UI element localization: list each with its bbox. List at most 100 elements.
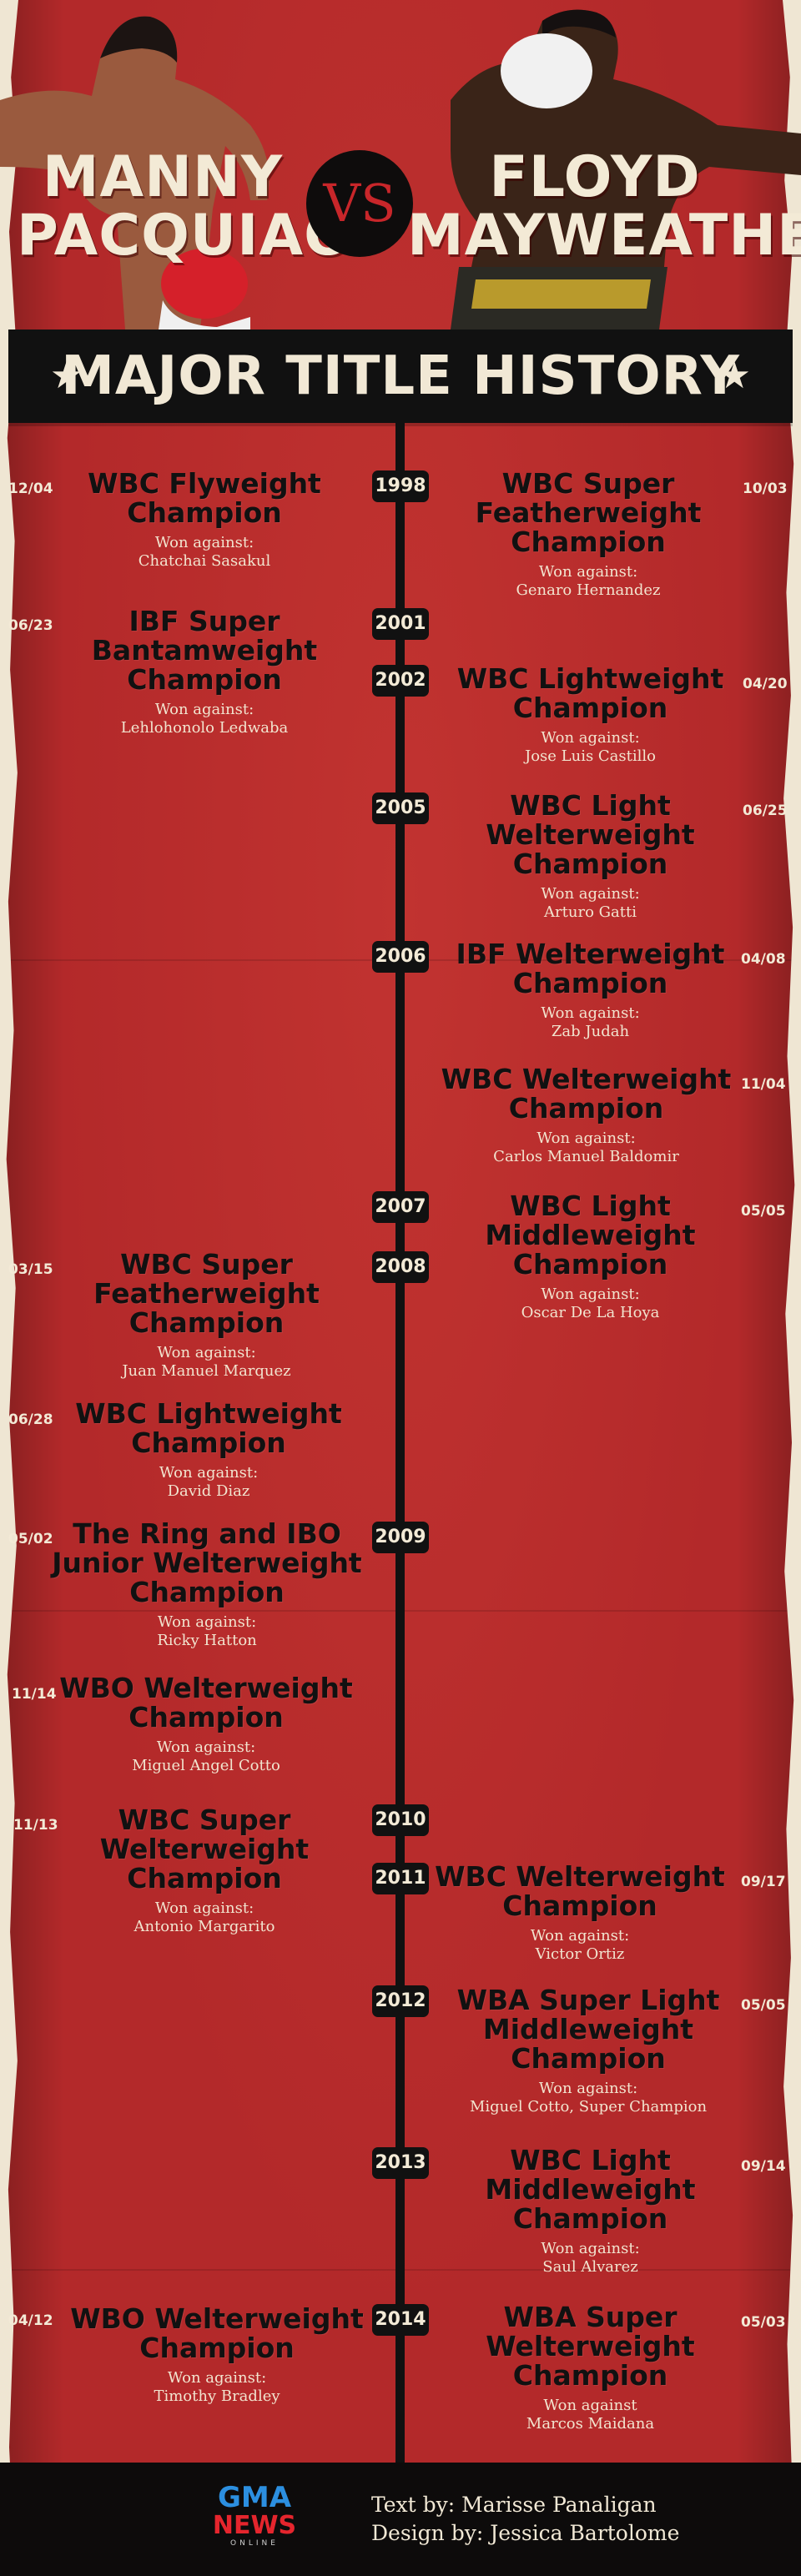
year-badge: 2013 (372, 2147, 429, 2179)
title-name: IBF Super Bantamweight Champion (91, 605, 318, 696)
year-badge: 2001 (372, 608, 429, 640)
text-credit: Text by: Marisse Panaligan (371, 2493, 657, 2517)
vs-badge: VS (306, 150, 413, 257)
title-entry-pacquiao: IBF Super Bantamweight Champion Won agai… (79, 606, 330, 737)
title-entry-mayweather: WBA Super Welterweight Champion Won agai… (471, 2302, 709, 2433)
title-entry-pacquiao: WBO Welterweight Champion Won against: M… (52, 1673, 360, 1775)
pacquiao-photo (0, 16, 270, 330)
title-name: WBC Lightweight Champion (456, 662, 724, 724)
opponent: Miguel Angel Cotto (132, 1757, 280, 1774)
won-label: Won against: (538, 2080, 638, 2097)
title-name: WBC Light Welterweight Champion (486, 789, 695, 880)
entry-date: 10/03 (743, 480, 788, 497)
year-badge: 2008 (372, 1251, 429, 1283)
won-label: Won against: (154, 534, 254, 551)
title-name: WBO Welterweight Champion (70, 2302, 364, 2364)
opponent: Zab Judah (551, 1023, 630, 1040)
banner-title: MAJOR TITLE HISTORY (61, 345, 740, 407)
title-name: WBO Welterweight Champion (59, 1672, 353, 1733)
year-badge: 1998 (372, 470, 429, 502)
year-badge: 2010 (372, 1804, 429, 1836)
title-banner: ★ MAJOR TITLE HISTORY ★ (8, 330, 793, 423)
fighter-name-left: MANNY PACQUIAO (17, 144, 353, 269)
star-icon: ★ (50, 355, 83, 397)
title-name: The Ring and IBO Junior Welterweight Cha… (52, 1517, 362, 1608)
title-name: WBC Super Welterweight Champion (99, 1804, 310, 1894)
title-name: IBF Welterweight Champion (456, 938, 725, 999)
entry-date: 06/23 (8, 617, 53, 634)
title-entry-mayweather: WBC Super Featherweight Champion Won aga… (463, 469, 713, 600)
title-name: WBC Super Featherweight Champion (475, 467, 702, 558)
year-badge: 2009 (372, 1522, 429, 1553)
opponent: Lehlohonolo Ledwaba (120, 719, 289, 737)
title-name: WBA Super Light Middleweight Champion (456, 1984, 720, 2075)
title-entry-mayweather: WBA Super Light Middleweight Champion Wo… (438, 1985, 738, 2116)
header: MANNY PACQUIAO VS FLOYD MAYWEATHER (0, 0, 801, 330)
opponent: Marcos Maidana (526, 2415, 655, 2433)
footer: GMA NEWS ONLINE Text by: Marisse Panalig… (0, 2463, 801, 2576)
entry-date: 05/02 (8, 1531, 53, 1547)
timeline-line (395, 423, 405, 2463)
title-entry-pacquiao: WBO Welterweight Champion Won against: T… (63, 2304, 371, 2406)
title-entry-mayweather: WBC Lightweight Champion Won against: Jo… (451, 664, 730, 766)
star-icon: ★ (718, 355, 751, 397)
won-label: Won against: (157, 1344, 256, 1361)
entry-date: 04/20 (743, 676, 788, 692)
won-label: Won against: (541, 1285, 640, 1303)
title-name: WBC Welterweight Champion (441, 1063, 732, 1124)
entry-date: 09/17 (741, 1874, 786, 1890)
won-label: Won against: (541, 729, 640, 747)
year-badge: 2005 (372, 792, 429, 824)
opponent: Victor Ortiz (535, 1945, 625, 1963)
entry-date: 06/28 (8, 1411, 53, 1428)
opponent: Saul Alvarez (542, 2258, 638, 2276)
opponent: Antonio Margarito (134, 1918, 275, 1935)
title-entry-pacquiao: The Ring and IBO Junior Welterweight Cha… (48, 1519, 365, 1650)
title-entry-pacquiao: WBC Super Welterweight Champion Won agai… (83, 1805, 325, 1936)
opponent: Genaro Hernandez (516, 581, 661, 599)
won-label: Won against: (541, 885, 640, 903)
title-name: WBC Lightweight Champion (75, 1397, 342, 1459)
year-badge: 2011 (372, 1863, 429, 1894)
entry-date: 04/12 (8, 2312, 53, 2329)
entry-date: 12/04 (8, 480, 53, 497)
opponent: Chatchai Sasakul (138, 552, 271, 570)
opponent: Timothy Bradley (154, 2387, 280, 2405)
title-name: WBC Welterweight Champion (435, 1860, 725, 1922)
title-entry-pacquiao: WBC Super Featherweight Champion Won aga… (83, 1250, 330, 1381)
entry-date: 05/05 (741, 1203, 786, 1220)
won-label: Won against: (538, 563, 638, 581)
won-label: Won against: (167, 2369, 267, 2387)
opponent: Ricky Hatton (157, 1632, 257, 1649)
won-label: Won against: (157, 1613, 257, 1631)
entry-date: 06/25 (743, 802, 788, 819)
title-entry-mayweather: WBC Light Middleweight Champion Won agai… (471, 1191, 709, 1322)
fighter-name-right: FLOYD MAYWEATHER (407, 144, 801, 269)
title-name: WBC Super Featherweight Champion (93, 1248, 320, 1339)
won-label: Won against: (156, 1738, 256, 1756)
entry-date: 03/15 (8, 1261, 53, 1278)
won-label: Won against: (154, 701, 254, 718)
gma-news-logo: GMA NEWS ONLINE (212, 2481, 297, 2548)
mayweather-photo (451, 9, 801, 330)
title-entry-mayweather: WBC Light Middleweight Champion Won agai… (471, 2146, 709, 2277)
title-entry-mayweather: WBC Light Welterweight Champion Won agai… (471, 791, 709, 922)
title-name: WBC Light Middleweight Champion (485, 1190, 696, 1280)
entry-date: 04/08 (741, 951, 786, 968)
entry-date: 09/14 (741, 2158, 786, 2175)
title-name: WBA Super Welterweight Champion (486, 2301, 695, 2392)
title-entry-mayweather: WBC Welterweight Champion Won against: V… (434, 1862, 726, 1964)
year-badge: 2012 (372, 1985, 429, 2017)
year-badge: 2002 (372, 665, 429, 697)
year-badge: 2014 (372, 2304, 429, 2336)
entry-date: 11/13 (13, 1817, 58, 1834)
opponent: Oscar De La Hoya (521, 1304, 660, 1321)
entry-date: 05/03 (741, 2314, 786, 2331)
design-credit: Design by: Jessica Bartolome (371, 2521, 680, 2545)
title-name: WBC Light Middleweight Champion (485, 2144, 696, 2235)
won-label: Won against: (537, 1130, 636, 1147)
opponent: Miguel Cotto, Super Champion (469, 2098, 708, 2116)
won-label: Won against: (541, 1004, 640, 1022)
opponent: Carlos Manuel Baldomir (493, 1148, 679, 1165)
